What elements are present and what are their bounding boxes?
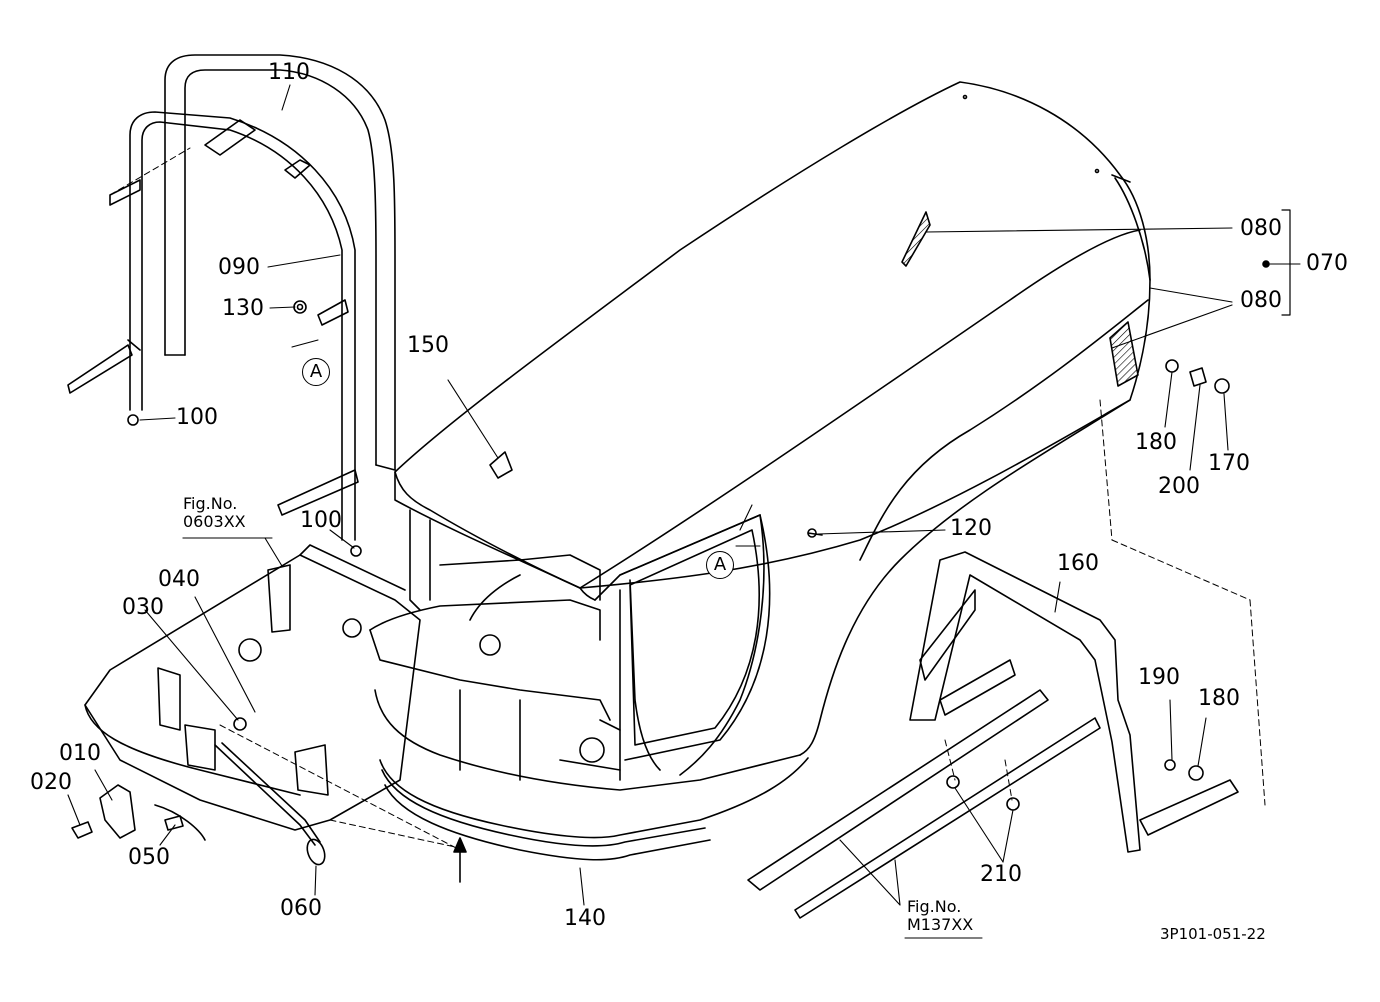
label-120: 120 bbox=[950, 516, 992, 541]
front-grille-frame bbox=[369, 509, 809, 861]
figure-ref-floor-number: 0603XX bbox=[183, 512, 246, 532]
label-050: 050 bbox=[128, 845, 170, 870]
latch-assembly bbox=[71, 742, 326, 866]
hood-cover bbox=[394, 81, 1151, 601]
dash-panel bbox=[619, 514, 771, 761]
label-010: 010 bbox=[59, 741, 101, 766]
group-bracket bbox=[1281, 209, 1291, 316]
label-130: 130 bbox=[222, 296, 264, 321]
label-070: 070 bbox=[1306, 251, 1348, 276]
roll-bar-inner bbox=[67, 111, 359, 541]
figure-ref-rail-number: M137XX bbox=[907, 915, 974, 935]
phantom-lines bbox=[109, 147, 1266, 851]
hood-side-panel bbox=[594, 299, 1149, 776]
figure-ref-floor: Fig.No. 0603XX bbox=[183, 494, 246, 532]
hardware bbox=[127, 300, 1230, 811]
label-140: 140 bbox=[564, 906, 606, 931]
marker-a-roll-bar: A bbox=[302, 358, 330, 386]
decal-lower bbox=[1109, 321, 1139, 387]
label-210: 210 bbox=[980, 862, 1022, 887]
fender-bracket bbox=[909, 551, 1239, 853]
label-150: 150 bbox=[407, 333, 449, 358]
figure-ref-rail-title: Fig.No. bbox=[907, 897, 962, 916]
label-080-lower: 080 bbox=[1240, 288, 1282, 313]
label-200: 200 bbox=[1158, 474, 1200, 499]
label-090: 090 bbox=[218, 255, 260, 280]
label-100-lower: 100 bbox=[300, 508, 342, 533]
label-190: 190 bbox=[1138, 665, 1180, 690]
label-160: 160 bbox=[1057, 551, 1099, 576]
decal-upper bbox=[901, 211, 931, 267]
marker-a-dash: A bbox=[706, 551, 734, 579]
floor-plate bbox=[84, 544, 421, 831]
figure-ref-floor-title: Fig.No. bbox=[183, 494, 238, 513]
label-100-upper: 100 bbox=[176, 405, 218, 430]
drawing-number: 3P101-051-22 bbox=[1160, 925, 1266, 943]
label-180-upper: 180 bbox=[1135, 430, 1177, 455]
label-030: 030 bbox=[122, 595, 164, 620]
label-020: 020 bbox=[30, 770, 72, 795]
label-180-lower: 180 bbox=[1198, 686, 1240, 711]
label-060: 060 bbox=[280, 896, 322, 921]
label-040: 040 bbox=[158, 567, 200, 592]
direction-arrow bbox=[453, 837, 467, 883]
label-080-upper: 080 bbox=[1240, 216, 1282, 241]
figure-ref-rail: Fig.No. M137XX bbox=[907, 897, 974, 935]
label-110: 110 bbox=[268, 60, 310, 85]
side-rail bbox=[747, 689, 1101, 919]
label-170: 170 bbox=[1208, 451, 1250, 476]
